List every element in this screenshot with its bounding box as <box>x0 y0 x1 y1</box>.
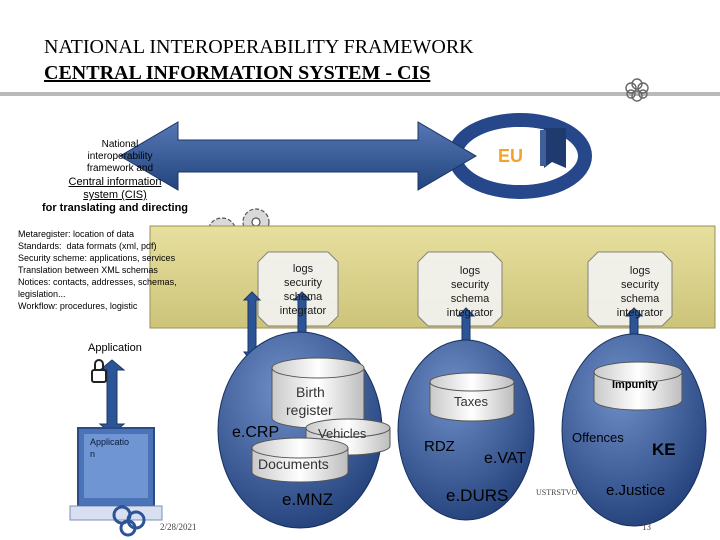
eu-label: EU <box>498 146 524 166</box>
ministry-mark: USTRSTVO <box>536 488 578 497</box>
ecrp-label: e.CRP <box>232 424 280 441</box>
taxes-label: Taxes <box>454 394 488 409</box>
cis-description: Central information system (CIS) for tra… <box>41 176 189 214</box>
db-cylinders-mid <box>429 372 515 422</box>
application-arrow-icon <box>98 359 126 435</box>
offences-label: Offences <box>572 430 624 445</box>
ejustice-label: e.Justice <box>606 482 666 499</box>
page-number: 13 <box>642 522 651 532</box>
edurs-label: e.DURS <box>446 486 509 505</box>
national-framework-text: National interoperability framework and <box>86 139 154 174</box>
double-arrow-icon <box>119 121 477 191</box>
metaregister-text: Metaregister: location of data Standards… <box>18 229 177 311</box>
documents-label: Documents <box>258 456 329 472</box>
lock-icon <box>91 359 107 383</box>
vehicles-label: Vehicles <box>318 426 367 441</box>
header-divider <box>0 92 720 96</box>
birth-register-label: Birth <box>296 384 325 400</box>
eu-flag-icon <box>540 128 566 168</box>
impunity-label: Impunity <box>612 379 658 391</box>
footer-logo-icon <box>112 505 146 537</box>
integrator-shapes <box>257 251 673 327</box>
emnz-label: e.MNZ <box>282 490 333 509</box>
flower-logo-icon <box>625 78 649 102</box>
title-line-1: NATIONAL INTEROPERABILITY FRAMEWORK <box>44 36 474 58</box>
title-line-2: CENTRAL INFORMATION SYSTEM - CIS <box>44 62 431 84</box>
rdz-label: RDZ <box>424 438 455 455</box>
ke-label: KE <box>652 440 676 459</box>
application-label: Application <box>88 342 142 354</box>
evat-label: e.VAT <box>484 450 527 467</box>
computer-icon <box>69 427 163 521</box>
db-cylinders-right <box>593 361 683 411</box>
birth-register-label-2: register <box>286 402 333 418</box>
footer-date: 2/28/2021 <box>160 522 197 532</box>
db-cylinders-left <box>251 357 391 483</box>
